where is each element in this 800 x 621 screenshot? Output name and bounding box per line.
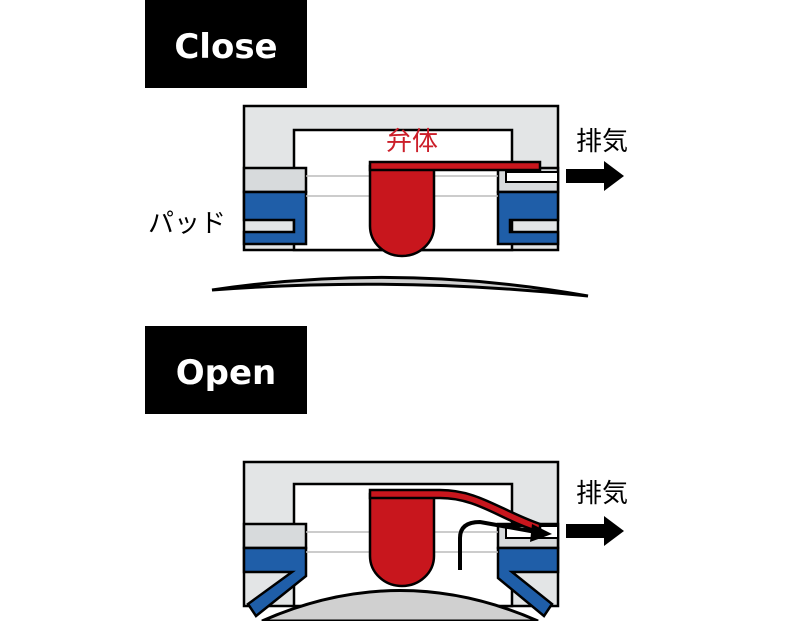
exhaust-label-close: 排気 bbox=[576, 127, 628, 157]
ground-surface-open bbox=[261, 589, 539, 621]
right-pad-close bbox=[496, 190, 560, 246]
close-label: Close bbox=[174, 27, 277, 67]
right-pad-open bbox=[496, 546, 560, 618]
close-panel: Close 弁体 排気 パッド bbox=[145, 0, 628, 298]
valve-flap-close bbox=[368, 160, 542, 172]
close-label-box bbox=[145, 0, 307, 88]
valve-body-open bbox=[368, 492, 436, 588]
valve-body-close bbox=[368, 164, 436, 258]
exhaust-slot-close bbox=[505, 171, 559, 183]
pad-label: パッド bbox=[148, 209, 226, 239]
left-ring-close bbox=[242, 166, 308, 194]
open-panel: Open 排気 bbox=[145, 326, 628, 621]
ground-surface-close bbox=[211, 275, 589, 298]
open-label-box bbox=[145, 326, 307, 414]
exhaust-arrow-close-icon bbox=[566, 161, 624, 191]
airflow-arrow-icon bbox=[458, 519, 537, 570]
valve-label: 弁体 bbox=[386, 127, 438, 157]
exhaust-arrow-open-icon bbox=[566, 516, 624, 546]
open-label: Open bbox=[176, 353, 277, 393]
airflow-arrowhead-icon bbox=[530, 524, 552, 542]
left-ring-open bbox=[242, 522, 308, 550]
exhaust-label-open: 排気 bbox=[576, 479, 628, 509]
left-pad-close bbox=[242, 190, 308, 246]
